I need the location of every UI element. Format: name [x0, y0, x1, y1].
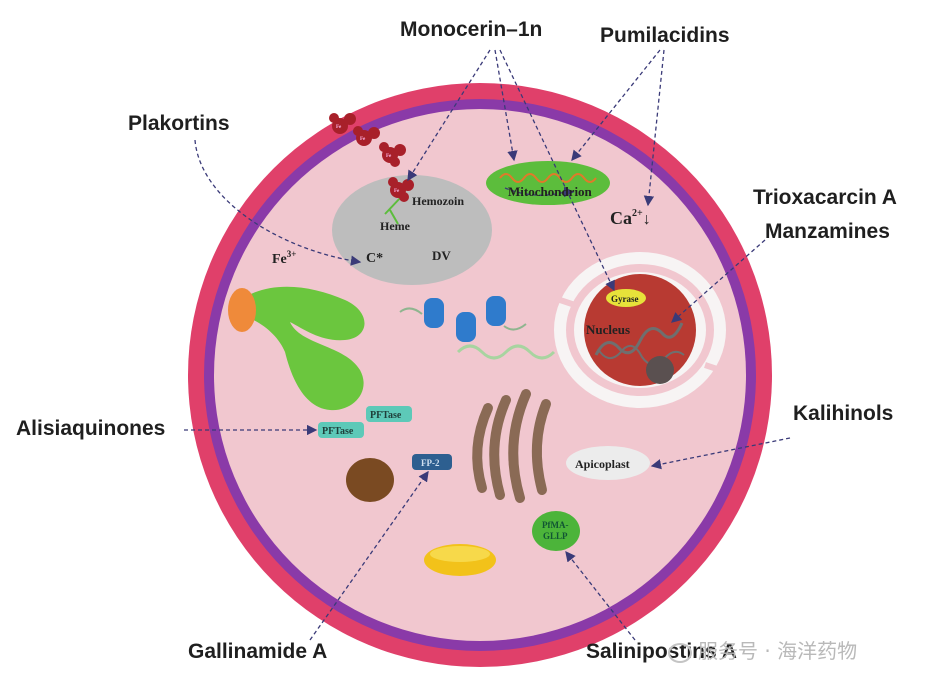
- heme-cluster-group: [329, 113, 414, 202]
- label-plakortins: Plakortins: [128, 112, 230, 135]
- golgi-apparatus: [472, 389, 551, 503]
- label-trioxacarcin: Trioxacarcin A: [753, 186, 897, 209]
- svg-text:Fe: Fe: [360, 137, 366, 142]
- pftase-box-1: [366, 406, 412, 422]
- label-pumilacidins: Pumilacidins: [600, 24, 730, 47]
- pftase-label-1: PFTase: [370, 410, 402, 421]
- gyrase-label: Gyrase: [611, 294, 639, 304]
- arrow-gallinamide: [309, 470, 429, 641]
- arrow-monocerin-heme: [407, 49, 491, 182]
- pftase-label-2: PFTase: [322, 426, 354, 437]
- label-alisiaquinones: Alisiaquinones: [16, 417, 166, 440]
- brown-vesicle: [346, 458, 394, 502]
- label-gallinamide: Gallinamide A: [188, 640, 328, 663]
- pftase-box-2: [318, 422, 364, 438]
- svg-text:Fe: Fe: [386, 154, 392, 159]
- heme-label: Heme: [380, 219, 411, 233]
- arrow-plakortins: [194, 139, 362, 266]
- watermark-text: 服务号 · 海洋药物: [698, 639, 858, 663]
- arrow-pumilacidins-ca: [643, 49, 665, 207]
- pima-label-1: PfMA-: [542, 520, 569, 530]
- fp2-label: FP-2: [421, 458, 440, 468]
- heme-marks: Fe Fe Fe Fe: [336, 125, 400, 194]
- pima-gllp-blob: [532, 511, 580, 551]
- digestive-vacuole: [332, 175, 492, 285]
- svg-text:Fe: Fe: [336, 125, 342, 130]
- nucleolus: [646, 356, 674, 384]
- label-manzamines: Manzamines: [765, 220, 890, 243]
- nucleus-label: Nucleus: [586, 322, 630, 337]
- wechat-icon: [668, 642, 692, 663]
- dv-label: DV: [432, 248, 451, 263]
- label-kalihinols: Kalihinols: [793, 402, 894, 425]
- fp2-box: [412, 454, 452, 470]
- arrow-kalihinols: [650, 437, 791, 470]
- c-radical-label: C*: [366, 251, 383, 266]
- gyrase: [606, 289, 646, 307]
- rhoptry: [240, 286, 365, 411]
- apicoplast-label: Apicoplast: [575, 457, 630, 471]
- watermark: 服务号 · 海洋药物: [668, 635, 857, 664]
- arrow-salinipostins: [565, 550, 636, 641]
- arrow-pumilacidins-mito: [571, 49, 661, 162]
- hemozoin-label: Hemozoin: [412, 194, 464, 208]
- mitochondrion: [486, 161, 610, 205]
- mitochondrion-label: Mitochondrion: [508, 184, 593, 199]
- svg-text:Fe: Fe: [394, 189, 400, 194]
- label-monocerin: Monocerin–1n: [400, 18, 543, 41]
- cylinders: [424, 296, 506, 342]
- pima-label-2: GLLP: [543, 531, 568, 541]
- fe-label: Fe3+: [272, 249, 296, 267]
- arrow-monocerin-mito: [494, 49, 518, 162]
- arrow-monocerin-gyrase: [499, 49, 615, 292]
- rhoptry-cap: [228, 288, 256, 332]
- label-salinipostins: Salinipostins A: [586, 640, 737, 663]
- calcium-label: Ca2+↓: [610, 208, 651, 228]
- apicoplast: [566, 446, 650, 480]
